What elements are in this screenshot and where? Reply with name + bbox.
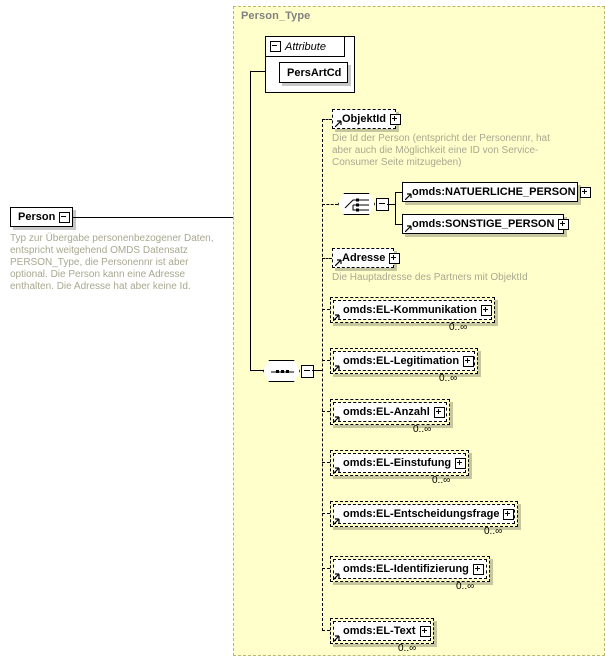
element-el-kommunikation[interactable]: omds:EL-Kommunikation: [333, 300, 492, 321]
plus-icon[interactable]: [433, 406, 445, 418]
connector-choice-to-branch: [387, 204, 395, 205]
cardinality-el-anzahl: 0..∞: [413, 424, 432, 435]
reference-arrow-icon: [333, 518, 340, 525]
element-el-entscheidungsfrage[interactable]: omds:EL-Entscheidungsfrage: [333, 504, 515, 525]
cardinality-el-text: 0..∞: [398, 643, 417, 654]
connector-spine-to-sequence: [250, 370, 264, 371]
plus-icon[interactable]: [472, 563, 484, 575]
reference-arrow-icon: [333, 635, 340, 642]
complex-type-container: [233, 6, 605, 656]
plus-icon[interactable]: [480, 304, 492, 316]
element-objektid-documentation: Die Id der Person (entspricht der Person…: [332, 133, 550, 168]
connector-to-el-identifizierung: [322, 568, 330, 569]
element-el-identifizierung-label: omds:EL-Identifizierung: [343, 563, 469, 575]
plus-icon[interactable]: [579, 186, 591, 198]
sequence-compositor-symbol[interactable]: [263, 360, 300, 382]
minus-icon[interactable]: [59, 211, 71, 223]
element-el-identifizierung-wrapper: omds:EL-Identifizierung: [330, 556, 490, 582]
connector-to-el-legitimation: [322, 360, 330, 361]
cardinality-el-entscheidungsfrage: 0..∞: [484, 526, 503, 537]
attribute-persartcd-label: PersArtCd: [287, 66, 342, 79]
reference-arrow-icon: [335, 120, 342, 127]
connector-sequence-to-branch: [312, 370, 322, 371]
element-el-identifizierung[interactable]: omds:EL-Identifizierung: [333, 559, 487, 580]
cardinality-el-legitimation: 0..∞: [439, 373, 458, 384]
reference-arrow-icon: [333, 365, 340, 372]
element-adresse-label: Adresse: [342, 252, 386, 264]
connector-to-natuerliche-person: [395, 192, 402, 193]
connector-branch-spine: [322, 119, 323, 631]
element-el-kommunikation-label: omds:EL-Kommunikation: [343, 304, 477, 316]
element-el-text-wrapper: omds:EL-Text: [330, 618, 434, 644]
element-el-einstufung-wrapper: omds:EL-Einstufung: [330, 450, 469, 476]
root-element-label: Person: [18, 211, 56, 223]
attribute-group-label: Attribute: [285, 40, 326, 53]
root-element-person[interactable]: Person: [10, 207, 73, 227]
element-natuerliche-person-label: omds:NATUERLICHE_PERSON: [412, 186, 576, 198]
element-el-anzahl[interactable]: omds:EL-Anzahl: [333, 402, 447, 423]
connector-to-el-entscheidungsfrage: [322, 513, 330, 514]
element-el-einstufung-label: omds:EL-Einstufung: [343, 457, 452, 469]
element-el-legitimation[interactable]: omds:EL-Legitimation: [333, 351, 475, 372]
cardinality-el-einstufung: 0..∞: [432, 475, 451, 486]
element-objektid[interactable]: ObjektId: [332, 109, 402, 129]
connector-to-sonstige-person: [395, 224, 402, 225]
reference-arrow-icon: [405, 193, 412, 200]
connector-to-choice: [322, 204, 338, 205]
choice-icon: [339, 194, 376, 216]
element-el-legitimation-label: omds:EL-Legitimation: [343, 355, 460, 367]
reference-arrow-icon: [333, 467, 340, 474]
element-el-entscheidungsfrage-wrapper: omds:EL-Entscheidungsfrage: [330, 501, 518, 527]
element-adresse-documentation: Die Hauptadresse des Partners mit Objekt…: [332, 272, 528, 283]
connector-to-el-text: [322, 630, 330, 631]
plus-icon[interactable]: [558, 218, 570, 230]
element-adresse[interactable]: Adresse: [332, 248, 401, 268]
attribute-group-tab[interactable]: Attribute: [265, 36, 345, 57]
element-sonstige-person[interactable]: omds:SONSTIGE_PERSON: [402, 214, 570, 234]
connector-spine-vertical: [250, 71, 251, 371]
cardinality-el-kommunikation: 0..∞: [449, 322, 468, 333]
element-el-text[interactable]: omds:EL-Text: [333, 621, 431, 642]
plus-icon[interactable]: [389, 252, 401, 264]
root-element-documentation: Typ zur Übergabe personenbezogener Daten…: [10, 233, 214, 292]
complex-type-title: Person_Type: [241, 10, 311, 22]
connector-root-to-type: [73, 217, 251, 218]
cardinality-el-identifizierung: 0..∞: [456, 581, 475, 592]
plus-icon[interactable]: [455, 457, 467, 469]
element-natuerliche-person[interactable]: omds:NATUERLICHE_PERSON: [402, 182, 591, 202]
connector-spine-to-attribute: [250, 71, 266, 72]
element-el-kommunikation-wrapper: omds:EL-Kommunikation: [330, 297, 495, 323]
minus-icon[interactable]: [270, 41, 281, 52]
element-el-anzahl-wrapper: omds:EL-Anzahl: [330, 399, 450, 425]
connector-choice-branch-spine: [395, 192, 396, 224]
choice-compositor-symbol[interactable]: [338, 193, 375, 215]
connector-to-objektid: [322, 119, 332, 120]
reference-arrow-icon: [333, 314, 340, 321]
element-el-legitimation-wrapper: omds:EL-Legitimation: [330, 348, 478, 374]
element-el-entscheidungsfrage-label: omds:EL-Entscheidungsfrage: [343, 508, 500, 520]
element-objektid-label: ObjektId: [342, 113, 387, 125]
element-el-anzahl-label: omds:EL-Anzahl: [343, 406, 430, 418]
connector-to-el-anzahl: [322, 411, 330, 412]
connector-to-el-einstufung: [322, 462, 330, 463]
plus-icon[interactable]: [419, 625, 431, 637]
element-el-einstufung[interactable]: omds:EL-Einstufung: [333, 453, 467, 474]
element-el-text-label: omds:EL-Text: [343, 625, 416, 637]
reference-arrow-icon: [333, 416, 340, 423]
attribute-persartcd[interactable]: PersArtCd: [279, 62, 348, 83]
connector-to-adresse: [322, 258, 332, 259]
reference-arrow-icon: [405, 225, 412, 232]
reference-arrow-icon: [335, 259, 342, 266]
element-sonstige-person-label: omds:SONSTIGE_PERSON: [412, 218, 555, 230]
reference-arrow-icon: [333, 573, 340, 580]
sequence-icon: [264, 361, 301, 383]
plus-icon[interactable]: [463, 355, 475, 367]
connector-to-el-kommunikation: [322, 309, 330, 310]
sequence-collapse-button[interactable]: [301, 365, 314, 378]
plus-icon[interactable]: [503, 508, 515, 520]
plus-icon[interactable]: [390, 113, 402, 125]
